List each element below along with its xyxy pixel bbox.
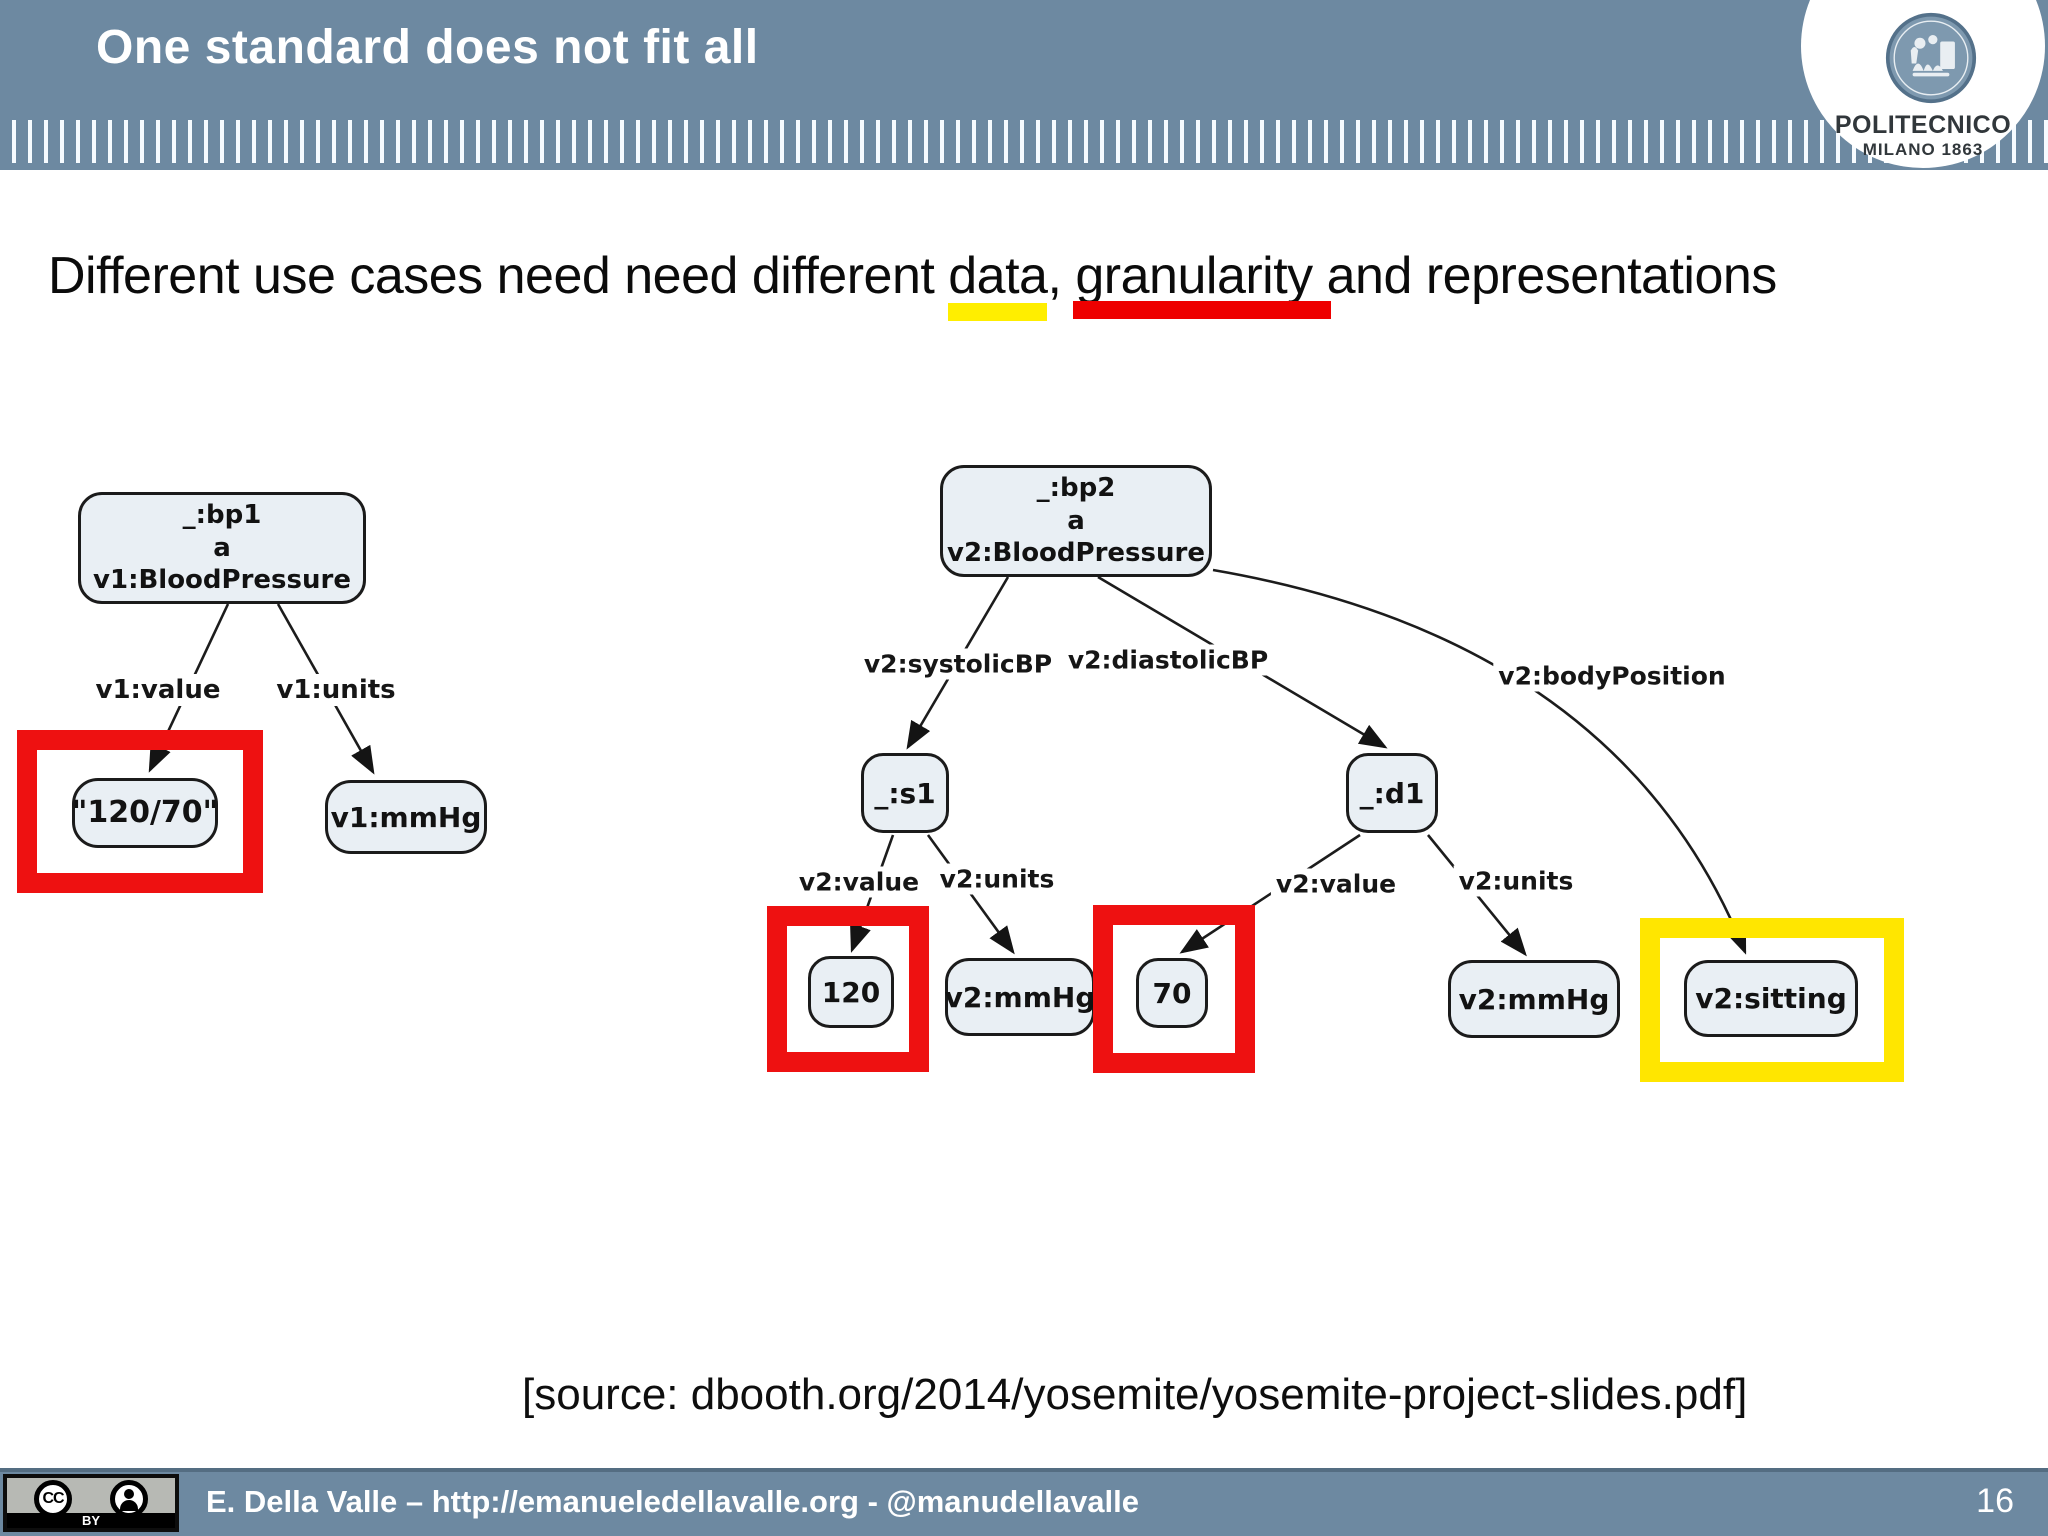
node-v2-mmhg-2: v2:mmHg [1448, 960, 1620, 1038]
node-bp1-line2: a v1:BloodPressure [93, 532, 351, 596]
node-bp1-line1: _:bp1 [182, 500, 262, 531]
node-d1: _:d1 [1346, 753, 1438, 833]
highlight-box-120-70 [17, 730, 263, 893]
edge-label-v2-diastolicbp: v2:diastolicBP [1062, 644, 1274, 676]
highlight-box-70 [1093, 905, 1255, 1073]
edge-label-s1-units: v2:units [934, 863, 1060, 895]
node-v2-mmhg-1: v2:mmHg [945, 958, 1095, 1036]
node-120: 120 [808, 956, 894, 1028]
header-stripes-decoration [0, 120, 2048, 163]
logo-wordmark: POLITECNICO [1834, 111, 2012, 139]
politecnico-seal-icon [1885, 12, 1977, 104]
cc-by-person-icon [110, 1480, 148, 1518]
edge-label-s1-value: v2:value [793, 866, 925, 898]
highlight-box-sitting [1640, 918, 1904, 1082]
node-bp2-line2: a v2:BloodPressure [947, 505, 1205, 569]
node-v2-sitting: v2:sitting [1684, 960, 1858, 1037]
headline-word-data: data [948, 247, 1048, 305]
headline-suffix: and representations [1312, 247, 1778, 305]
node-v1-mmhg: v1:mmHg [325, 780, 487, 854]
edge-label-v2-systolicbp: v2:systolicBP [858, 648, 1058, 680]
source-line: [source: dbooth.org/2014/yosemite/yosemi… [522, 1370, 1748, 1419]
headline-comma: , [1047, 247, 1076, 305]
headline-word-granularity: granularity [1075, 247, 1313, 305]
footer-bar: E. Della Valle – http://emanueledellaval… [0, 1468, 2048, 1536]
cc-by-label: BY [81, 1513, 101, 1528]
edge-label-v1-units: v1:units [271, 674, 401, 706]
node-bp1: _:bp1 a v1:BloodPressure [78, 492, 366, 604]
headline-sentence: Different use cases need need different … [48, 246, 1777, 306]
cc-icons-row: CC [7, 1478, 175, 1518]
node-70: 70 [1136, 958, 1208, 1028]
edge-label-d1-units: v2:units [1453, 865, 1579, 897]
node-bp2-line1: _:bp2 [1036, 473, 1116, 504]
footer-author: E. Della Valle – http://emanueledellaval… [206, 1484, 1140, 1519]
politecnico-logo: POLITECNICO MILANO 1863 [1801, 0, 2045, 168]
node-s1: _:s1 [861, 753, 949, 833]
cc-icon-text: CC [42, 1490, 64, 1507]
node-120-70: "120/70" [72, 778, 218, 848]
logo-subtitle: MILANO 1863 [1862, 140, 1984, 159]
cc-by-badge: CC BY [3, 1474, 179, 1532]
edge-label-v2-bodyposition: v2:bodyPosition [1493, 660, 1731, 692]
page-number: 16 [1976, 1482, 2014, 1520]
slide-title: One standard does not fit all [96, 21, 759, 74]
node-bp2: _:bp2 a v2:BloodPressure [940, 465, 1212, 577]
cc-by-strip: BY [7, 1513, 175, 1528]
edge-label-v1-value: v1:value [90, 674, 226, 706]
headline-prefix: Different use cases need need different [48, 247, 949, 305]
edge-label-d1-value: v2:value [1270, 868, 1402, 900]
highlight-box-120 [767, 906, 929, 1072]
